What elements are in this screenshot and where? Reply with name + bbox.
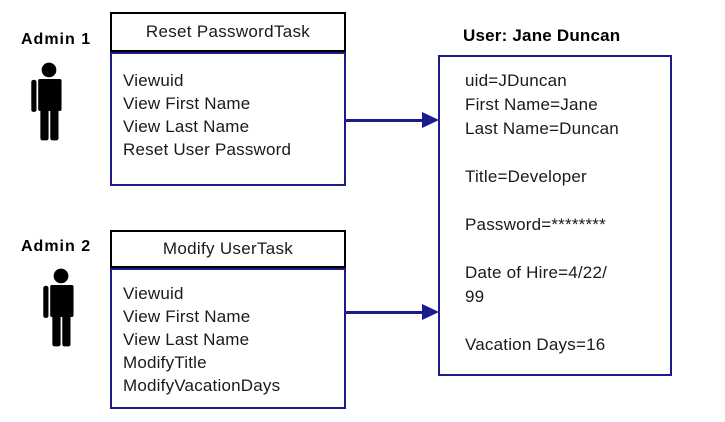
person-icon [43,268,74,347]
task-operations: Viewuid View First Name View Last Name M… [110,268,346,409]
operation-item: ModifyTitle [123,353,207,372]
operation-item: View First Name [123,94,251,113]
task-box-modify-user: Modify UserTask Viewuid View First Name … [110,230,346,409]
task-title: Modify UserTask [110,230,346,268]
operation-item: View First Name [123,307,251,326]
record-line-spacer [465,141,664,165]
task-operations: Viewuid View First Name View Last Name R… [110,52,346,186]
arrow-line [346,311,425,314]
record-line: Title=Developer [465,167,587,186]
record-line: Password=******** [465,215,606,234]
operation-item: Viewuid [123,71,184,90]
operation-item: Viewuid [123,284,184,303]
arrow-head-icon [422,112,439,128]
arrow-line [346,119,425,122]
record-line: Vacation Days=16 [465,335,606,354]
record-line: 99 [465,287,485,306]
operation-item: Reset User Password [123,140,292,159]
record-line: uid=JDuncan [465,71,567,90]
record-line-spacer [465,237,664,261]
arrow-head-icon [422,304,439,320]
operation-item: ModifyVacationDays [123,376,281,395]
record-line-spacer [465,189,664,213]
task-title: Reset PasswordTask [110,12,346,52]
actor-label-admin-1: Admin 1 [21,31,92,48]
record-line: Last Name=Duncan [465,119,619,138]
operation-item: View Last Name [123,330,250,349]
user-record-box: uid=JDuncan First Name=Jane Last Name=Du… [438,55,672,376]
actor-label-admin-2: Admin 2 [21,238,92,255]
record-line-spacer [465,309,664,333]
record-line: First Name=Jane [465,95,598,114]
person-icon [31,62,62,141]
task-box-reset-password: Reset PasswordTask Viewuid View First Na… [110,12,346,186]
user-record-title: User: Jane Duncan [463,26,621,45]
record-line: Date of Hire=4/22/ [465,263,608,282]
operation-item: View Last Name [123,117,250,136]
